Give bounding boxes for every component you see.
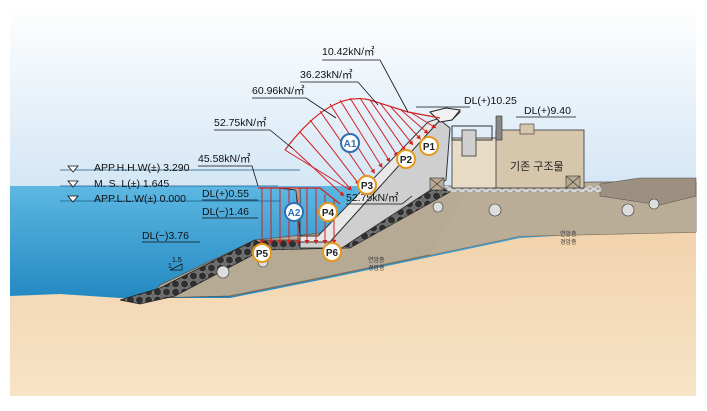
boulder-d xyxy=(488,203,502,217)
water-level-llw: APP.L.L.W(±) 0.000 xyxy=(94,193,186,205)
point-marker-p3: P3 xyxy=(357,175,377,195)
upper-load-arrow-10 xyxy=(379,102,414,146)
upper-load-arrow-12-head xyxy=(423,129,429,134)
upper-load-arrow-2 xyxy=(299,131,353,191)
elevation-d2: DL(−)1.46 xyxy=(202,206,249,218)
svg-text:1.5: 1.5 xyxy=(172,257,182,264)
lower-load-arrow-9-head xyxy=(331,240,337,244)
svg-text:P4: P4 xyxy=(322,208,335,219)
lower-load-arrow-4-head xyxy=(286,240,292,244)
upper-load-arrow-11-head xyxy=(416,134,421,140)
svg-text:P1: P1 xyxy=(423,142,436,153)
boulder-f xyxy=(648,198,660,210)
svg-text:P5: P5 xyxy=(256,249,269,260)
upper-load-arrow-1 xyxy=(289,145,345,197)
upper-load-arrow-13 xyxy=(409,111,437,129)
lower-pressure-top xyxy=(258,187,341,205)
upper-load-arrow-7 xyxy=(349,97,391,163)
lower-load-arrow-5-head xyxy=(295,240,301,244)
soil-layer2-bottom: 경암층 xyxy=(560,238,577,246)
load-label-q4: 52.75kN/㎡ xyxy=(214,117,267,129)
svg-text:P6: P6 xyxy=(326,248,339,259)
upper-load-arrow-12 xyxy=(399,108,429,135)
load-label-q3: 60.96kN/㎡ xyxy=(252,85,305,97)
upper-load-arrow-6 xyxy=(339,99,383,168)
upper-load-arrow-5-head xyxy=(370,168,375,174)
upper-load-arrow-9 xyxy=(369,99,406,151)
boulder-e xyxy=(621,203,635,217)
upper-load-arrow-8 xyxy=(359,97,399,157)
lower-load-arrow-6-head xyxy=(304,240,310,244)
elevation-crest-low: DL(+)9.40 xyxy=(524,105,571,117)
soil-layer2-top: 연암층 xyxy=(560,230,577,238)
lower-load-arrow-2-head xyxy=(268,240,274,244)
upper-pressure-base xyxy=(284,149,351,191)
point-marker-p5: P5 xyxy=(252,243,272,263)
load-label-q2: 36.23kN/㎡ xyxy=(300,69,353,81)
landward-toe xyxy=(599,177,697,206)
water-level-triangles xyxy=(67,165,79,203)
soil-layer1-bottom: 경암층 xyxy=(368,264,385,272)
crest-post xyxy=(495,115,503,141)
boulder-c xyxy=(432,201,444,213)
slope-indicator: 1 1.5 xyxy=(168,257,183,271)
lower-load-arrow-3-head xyxy=(277,240,283,244)
area-marker-a2: A2 xyxy=(284,202,304,222)
point-marker-p6: P6 xyxy=(322,242,342,262)
svg-text:P2: P2 xyxy=(400,155,413,166)
elevation-crest-high: DL(+)10.25 xyxy=(464,95,517,107)
point-marker-p1: P1 xyxy=(419,136,439,156)
upper-load-arrow-7-head xyxy=(385,157,390,162)
existing-structure-label: 기존 구조물 xyxy=(510,160,564,173)
existing-structure-roof-post xyxy=(519,123,535,135)
boulder-a xyxy=(216,265,230,279)
load-label-q6: 52.75kN/㎡ xyxy=(346,192,399,204)
svg-text:A1: A1 xyxy=(344,139,357,150)
water-level-msl: M. S. L(±) 1.645 xyxy=(94,178,169,190)
crest-cap xyxy=(429,107,461,123)
upper-load-arrow-8-head xyxy=(393,151,398,157)
area-marker-a1: A1 xyxy=(340,133,360,153)
window-cross-b xyxy=(565,175,581,189)
load-label-q1: 10.42kN/㎡ xyxy=(322,46,375,58)
load-leader-lines xyxy=(198,59,576,205)
upper-load-arrow-1-head xyxy=(339,191,344,196)
box-cross-b xyxy=(429,177,445,191)
svg-text:1: 1 xyxy=(168,263,172,270)
upper-load-arrows xyxy=(289,97,437,197)
lower-load-arrow-7-head xyxy=(313,240,319,244)
svg-text:P3: P3 xyxy=(361,181,374,192)
lower-load-arrow-1-head xyxy=(259,240,265,244)
upper-load-arrow-3 xyxy=(309,119,360,185)
soil-layer1-top: 연암층 xyxy=(368,256,385,264)
elevation-d3: DL(−)3.76 xyxy=(142,230,189,242)
svg-text:A2: A2 xyxy=(288,208,301,219)
point-marker-p4: P4 xyxy=(318,202,338,222)
upper-load-arrow-10-head xyxy=(408,140,413,145)
elevation-d1: DL(+)0.55 xyxy=(202,188,249,200)
seabed-sand xyxy=(10,228,696,396)
upper-load-arrow-13-head xyxy=(431,123,436,128)
point-marker-p2: P2 xyxy=(396,149,416,169)
crest-machinery xyxy=(461,129,477,157)
water-level-hhw: APP.H.H.W(±) 3.290 xyxy=(94,162,190,174)
upper-pressure-curve xyxy=(284,98,441,151)
load-label-q5: 45.58kN/㎡ xyxy=(198,153,251,165)
upper-load-arrow-6-head xyxy=(378,163,383,168)
upper-load-arrow-11 xyxy=(389,105,422,140)
lower-load-arrow-8-head xyxy=(322,240,328,244)
